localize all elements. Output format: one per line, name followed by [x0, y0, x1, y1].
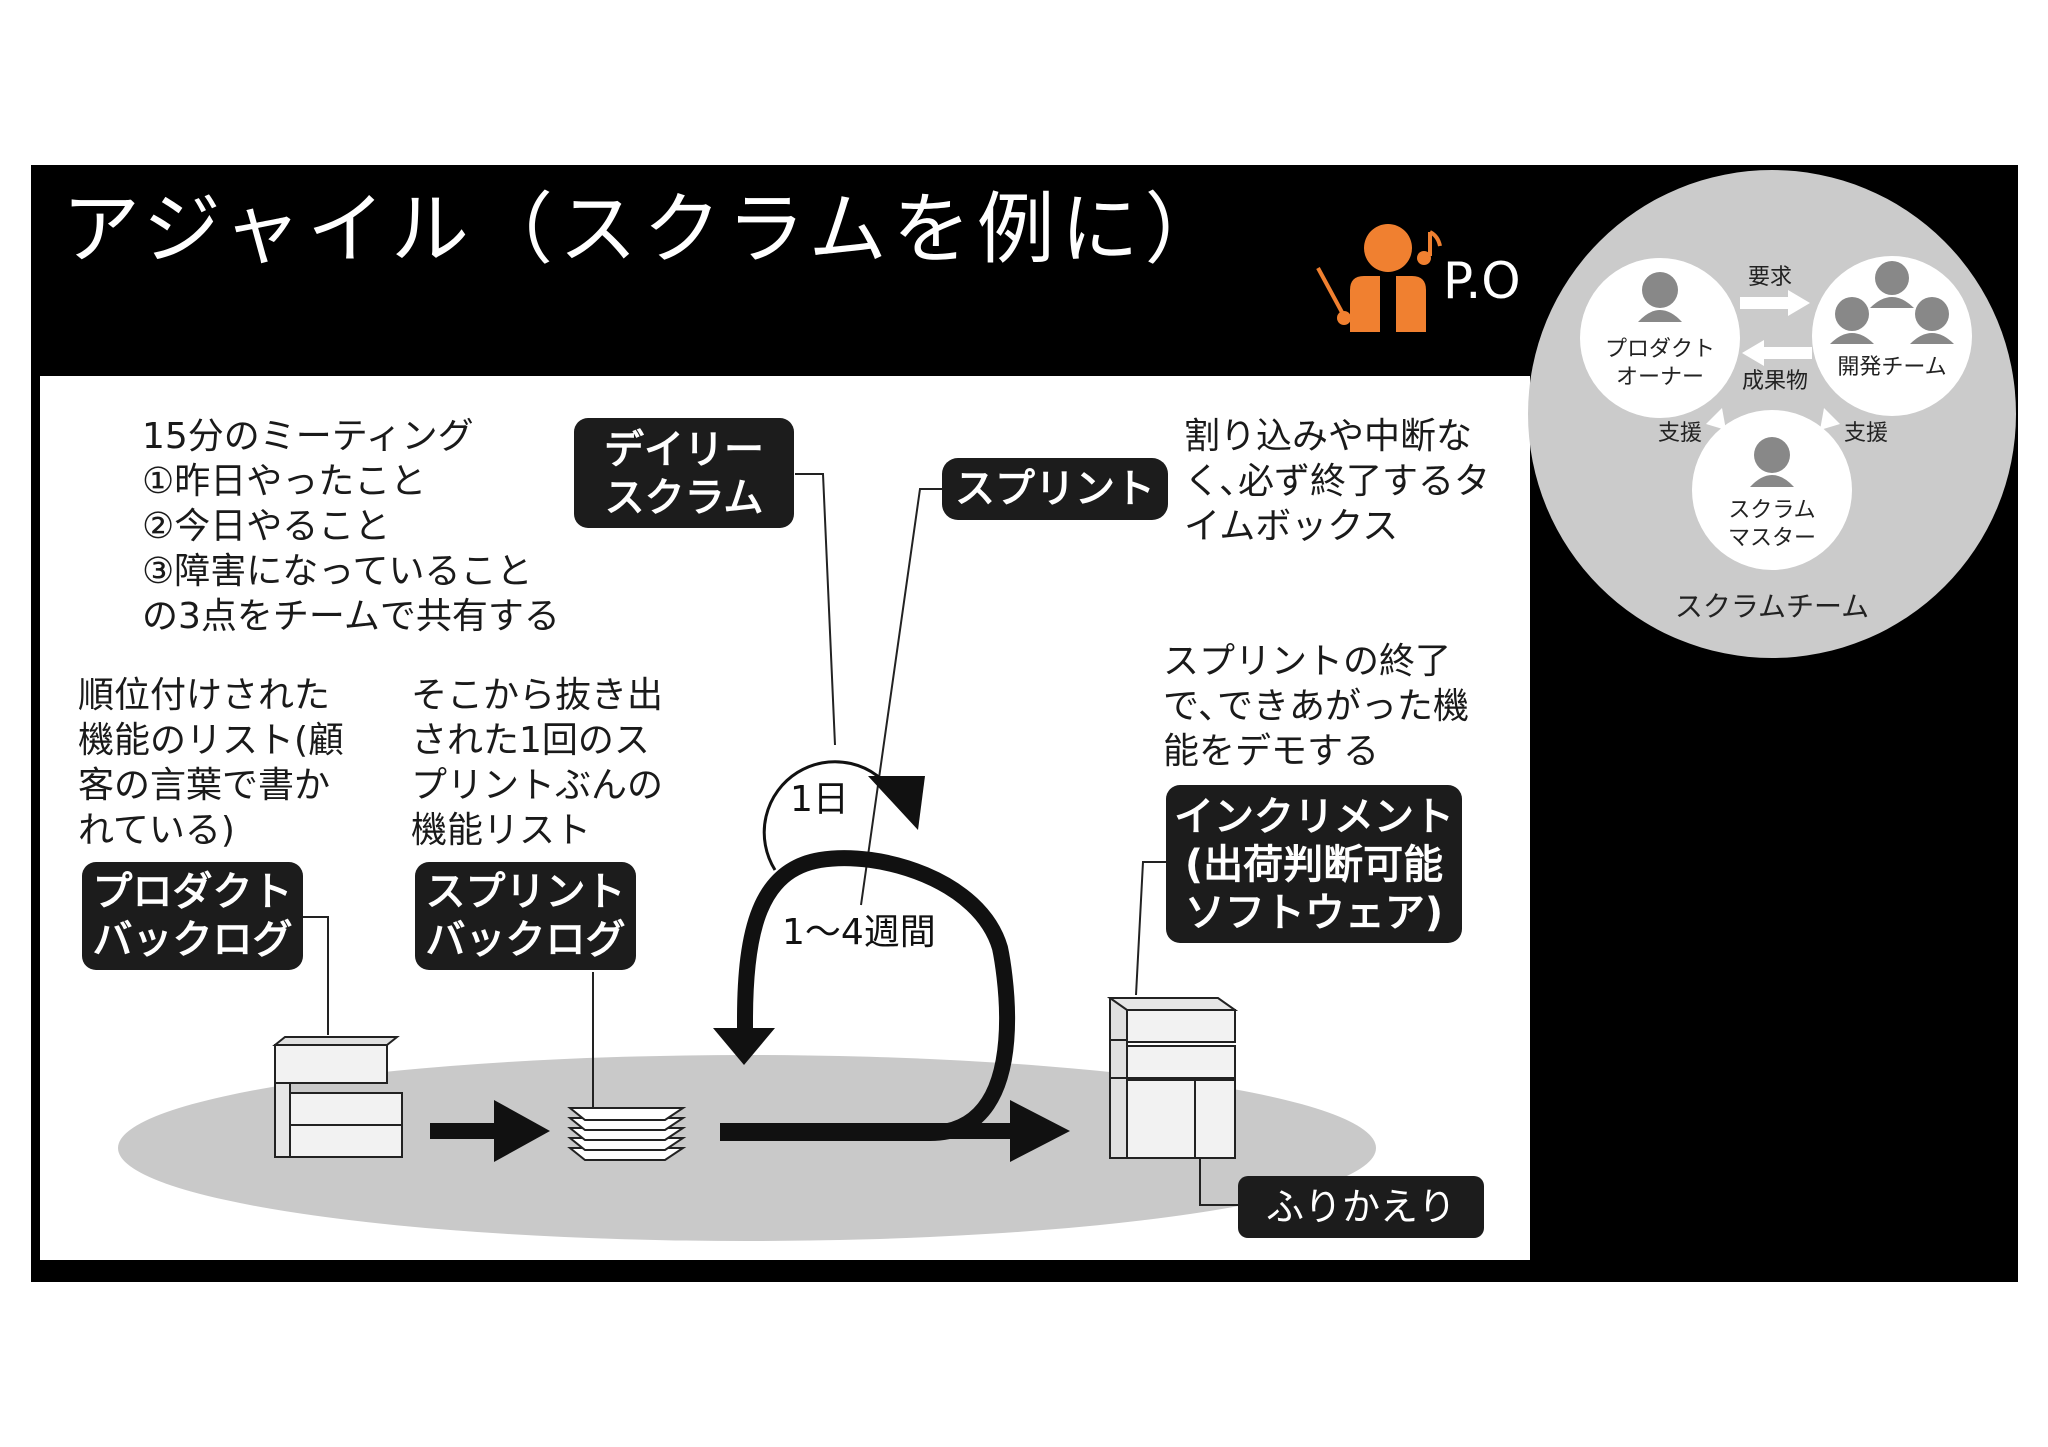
- sprint-loop: [720, 850, 1016, 1141]
- support-right-label: 支援: [1843, 421, 1888, 446]
- flow-arrow-1: [494, 1100, 550, 1162]
- flow-arrow-2: [1010, 1100, 1070, 1162]
- conductor-icon: [1316, 224, 1442, 332]
- deliverable-label: 成果物: [1741, 369, 1808, 394]
- support-arrow-left: [1706, 408, 1726, 430]
- one-day-label: 1日: [790, 779, 849, 820]
- request-arrow: [1740, 290, 1810, 316]
- scrum-master-label: スクラム マスター: [1727, 498, 1816, 551]
- meeting-description: 15分のミーティング ①昨日やったこと ②今日やること ③障害になっていること …: [142, 416, 560, 637]
- product-backlog-leader: [303, 916, 329, 1035]
- person-icon-dev: [1830, 261, 1954, 344]
- product-backlog-description: 順位付けされた 機能のリスト(顧 客の言葉で書か れている): [78, 675, 345, 851]
- product-backlog-boxes: [272, 1036, 403, 1158]
- team-black-box: [1530, 660, 2018, 1282]
- sprint-loop-arrowhead: [713, 1028, 775, 1065]
- daily-loop-arrowhead: [868, 776, 925, 830]
- sprint-description: 割り込みや中断な く､必ず終了するタ イムボックス: [1184, 416, 1491, 547]
- po-label: P.O: [1443, 252, 1521, 310]
- increment-leader: [1135, 861, 1166, 996]
- retrospective-label: ふりかえり: [1238, 1176, 1484, 1238]
- support-left-label: 支援: [1657, 421, 1702, 446]
- daily-scrum-label: デイリー スクラム: [574, 418, 794, 528]
- product-backlog-label: プロダクト バックログ: [82, 862, 303, 970]
- daily-scrum-leader: [795, 473, 836, 746]
- person-icon-po: [1638, 272, 1682, 322]
- increment-description: スプリントの終了 で､できあがった機 能をデモする: [1163, 641, 1470, 772]
- person-icon-sm: [1750, 437, 1794, 487]
- daily-loop: [762, 760, 897, 871]
- deliverable-arrow: [1742, 340, 1812, 366]
- sprint-label: スプリント: [942, 458, 1168, 520]
- sprint-backlog-label: スプリント バックログ: [415, 862, 636, 970]
- scrum-team-title: スクラムチーム: [1674, 590, 1870, 623]
- sprint-leader: [860, 488, 942, 906]
- scrum-master-node: [1692, 410, 1852, 570]
- increment-label: インクリメント (出荷判断可能 ソフトウェア): [1166, 785, 1462, 943]
- increment-boxes: [1106, 997, 1239, 1159]
- dev-team-label: 開発チーム: [1837, 355, 1947, 380]
- sprint-backlog-papers: [567, 1107, 687, 1161]
- request-label: 要求: [1747, 265, 1792, 290]
- product-owner-label: プロダクト オーナー: [1604, 337, 1715, 390]
- sprint-backlog-description: そこから抜き出 された1回のス プリントぶんの 機能リスト: [411, 675, 664, 851]
- support-arrow-right: [1820, 408, 1840, 430]
- slide-title: アジャイル（スクラムを例に）: [62, 185, 1229, 275]
- one-to-four-weeks-label: 1～4週間: [782, 912, 936, 953]
- header-band: [31, 165, 1531, 375]
